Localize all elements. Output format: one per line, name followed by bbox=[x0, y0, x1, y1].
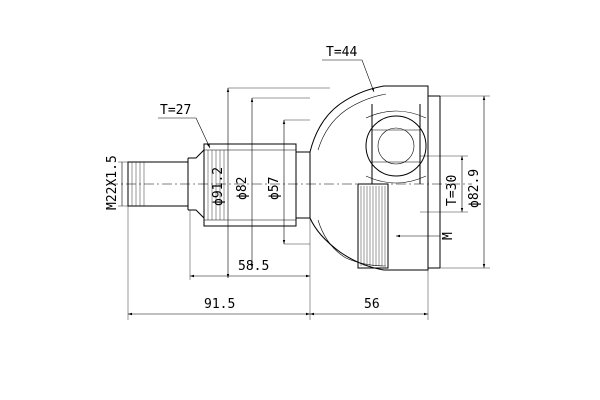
tooth-label-t30: T=30 bbox=[445, 175, 460, 206]
stub-shaft bbox=[127, 143, 311, 227]
length-dimensions bbox=[127, 206, 429, 320]
leader-lines bbox=[158, 59, 440, 238]
labels: M22X1.5 T=27 T=44 ϕ91.2 ϕ82 ϕ57 T=30 ϕ82… bbox=[105, 45, 482, 312]
diameter-label-82: ϕ82 bbox=[235, 177, 250, 200]
length-label-91-5: 91.5 bbox=[204, 297, 235, 312]
diameter-label-82-9: ϕ82.9 bbox=[467, 169, 482, 208]
length-label-58-5: 58.5 bbox=[238, 259, 269, 274]
diameter-label-57: ϕ57 bbox=[267, 177, 282, 200]
abs-mark-label: M bbox=[441, 232, 456, 240]
thread-label: M22X1.5 bbox=[105, 155, 120, 210]
abs-ring bbox=[357, 183, 389, 269]
length-label-56: 56 bbox=[364, 297, 380, 312]
tooth-label-t27: T=27 bbox=[160, 103, 191, 118]
diameter-dimensions bbox=[118, 87, 490, 278]
joint-housing bbox=[309, 85, 441, 271]
spline-marks bbox=[207, 150, 225, 220]
tooth-label-t44: T=44 bbox=[326, 45, 357, 60]
diameter-label-91-2: ϕ91.2 bbox=[211, 167, 226, 206]
